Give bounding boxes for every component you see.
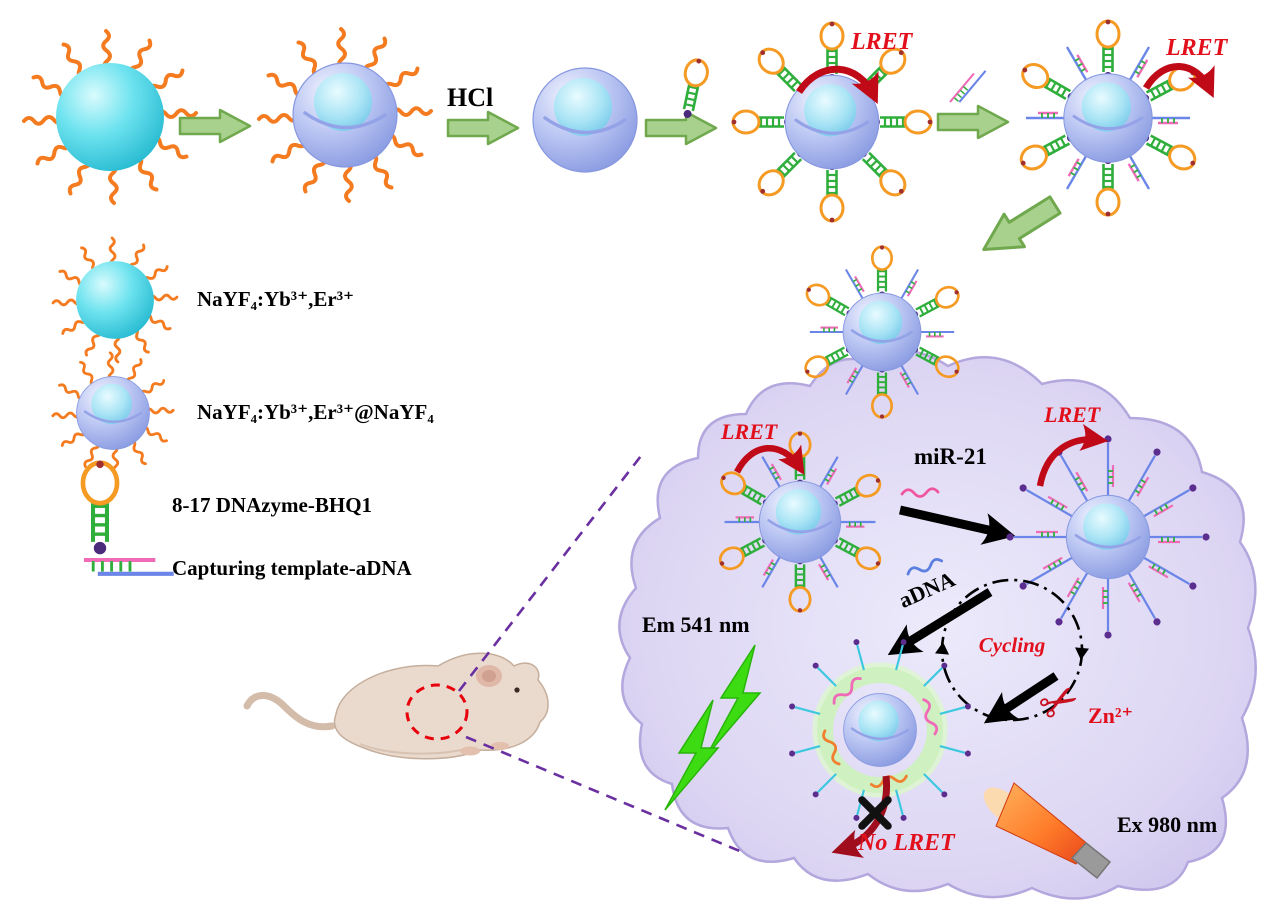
magnifier-line-bottom	[465, 735, 743, 854]
legend-coreshell-icon	[53, 353, 173, 473]
etched-nanoparticle	[531, 66, 639, 174]
excitation-label: Ex 980 nm	[1117, 812, 1218, 837]
lret-label-4: LRET	[1044, 402, 1101, 427]
legend-label-template: Capturing template-aDNA	[172, 556, 412, 580]
emission-label: Em 541 nm	[642, 612, 750, 637]
emission-lightning-icon	[664, 644, 762, 811]
core-shell-nanoparticle	[259, 29, 431, 201]
adna-arrow	[887, 588, 993, 656]
mouse-eye	[514, 687, 520, 693]
quenched-nanoparticle	[788, 638, 971, 821]
hcl-arrow	[446, 110, 520, 146]
no-lret-label: No LRET	[858, 830, 955, 856]
tumor-marker-circle	[405, 683, 469, 741]
zn-label: Zn²⁺	[1088, 703, 1134, 728]
mouse-photo	[243, 652, 549, 760]
template-duplex-icon	[949, 70, 987, 103]
core-nanoparticle	[24, 31, 196, 203]
laser-icon	[983, 782, 1112, 880]
lret-arrow-2	[1143, 63, 1215, 98]
magnifier-line-top	[457, 451, 646, 692]
lret-arrow-4	[1036, 423, 1109, 487]
lret-arrow-3	[734, 444, 805, 475]
lret-arrow-1	[796, 65, 879, 104]
hcl-label: HCl	[447, 83, 494, 112]
mir21-arrow	[899, 505, 1016, 545]
no-lret-arrow	[831, 775, 891, 858]
legend-label-coreshell: NaYF₄:Yb³⁺,Er³⁺@NaYF₄	[197, 400, 434, 424]
dnazyme-hairpin-icon	[674, 55, 712, 122]
lret-label-2: LRET	[1166, 35, 1228, 61]
lret-label-3: LRET	[721, 419, 778, 444]
lret-label-1: LRET	[851, 29, 913, 55]
mir21-label: miR-21	[914, 444, 987, 469]
legend-dnazyme-icon	[83, 461, 117, 555]
legend-label-dnazyme: 8-17 DNAzyme-BHQ1	[172, 493, 373, 517]
legend-label-core: NaYF₄:Yb³⁺,Er³⁺	[197, 287, 355, 311]
cleave-arrow	[983, 672, 1059, 724]
legend-core-icon	[53, 238, 177, 362]
cycling-label: Cycling	[978, 633, 1046, 657]
legend-template-icon	[84, 557, 174, 576]
transfer-arrow	[972, 187, 1067, 268]
template-arrow	[936, 104, 1010, 140]
dnazyme-arrow	[644, 110, 718, 146]
block-x-icon	[858, 796, 892, 830]
